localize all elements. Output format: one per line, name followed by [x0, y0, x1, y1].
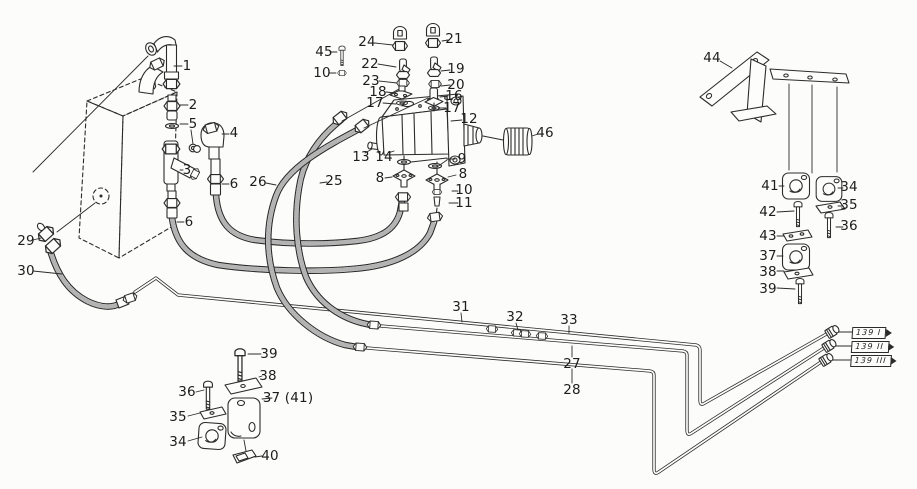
steering-pump: [375, 93, 483, 167]
nut-10: [337, 70, 347, 76]
tank-port-mark: [99, 194, 103, 198]
hose-6-upper: [212, 191, 406, 247]
bolt-45: [338, 45, 346, 67]
hose-6-lower: [168, 214, 438, 274]
elbow-union-1: [145, 36, 181, 90]
clamp-stack-bottom: [197, 348, 263, 464]
hose-26: [264, 124, 365, 351]
pump-top-fittings: [389, 22, 444, 112]
suction-elbow-29: [35, 222, 64, 257]
hose-25: [293, 116, 375, 329]
drive-coupling-46: [482, 127, 533, 156]
elbow-4: [193, 121, 225, 160]
hose-30: [46, 246, 139, 310]
oil-tank: [78, 77, 178, 259]
leader-lines: [32, 39, 855, 458]
hose-6-upper-coupling: [206, 158, 225, 196]
union-2: [163, 94, 181, 121]
mounting-bracket-44: [699, 51, 850, 174]
t-fitting-3: [161, 140, 202, 192]
steel-pipes: [133, 276, 842, 475]
hose-6-lower-coupling: [163, 190, 181, 219]
clamp-stack-right: [781, 172, 846, 305]
washer-5: [164, 123, 180, 129]
filler-neck: [138, 55, 167, 95]
